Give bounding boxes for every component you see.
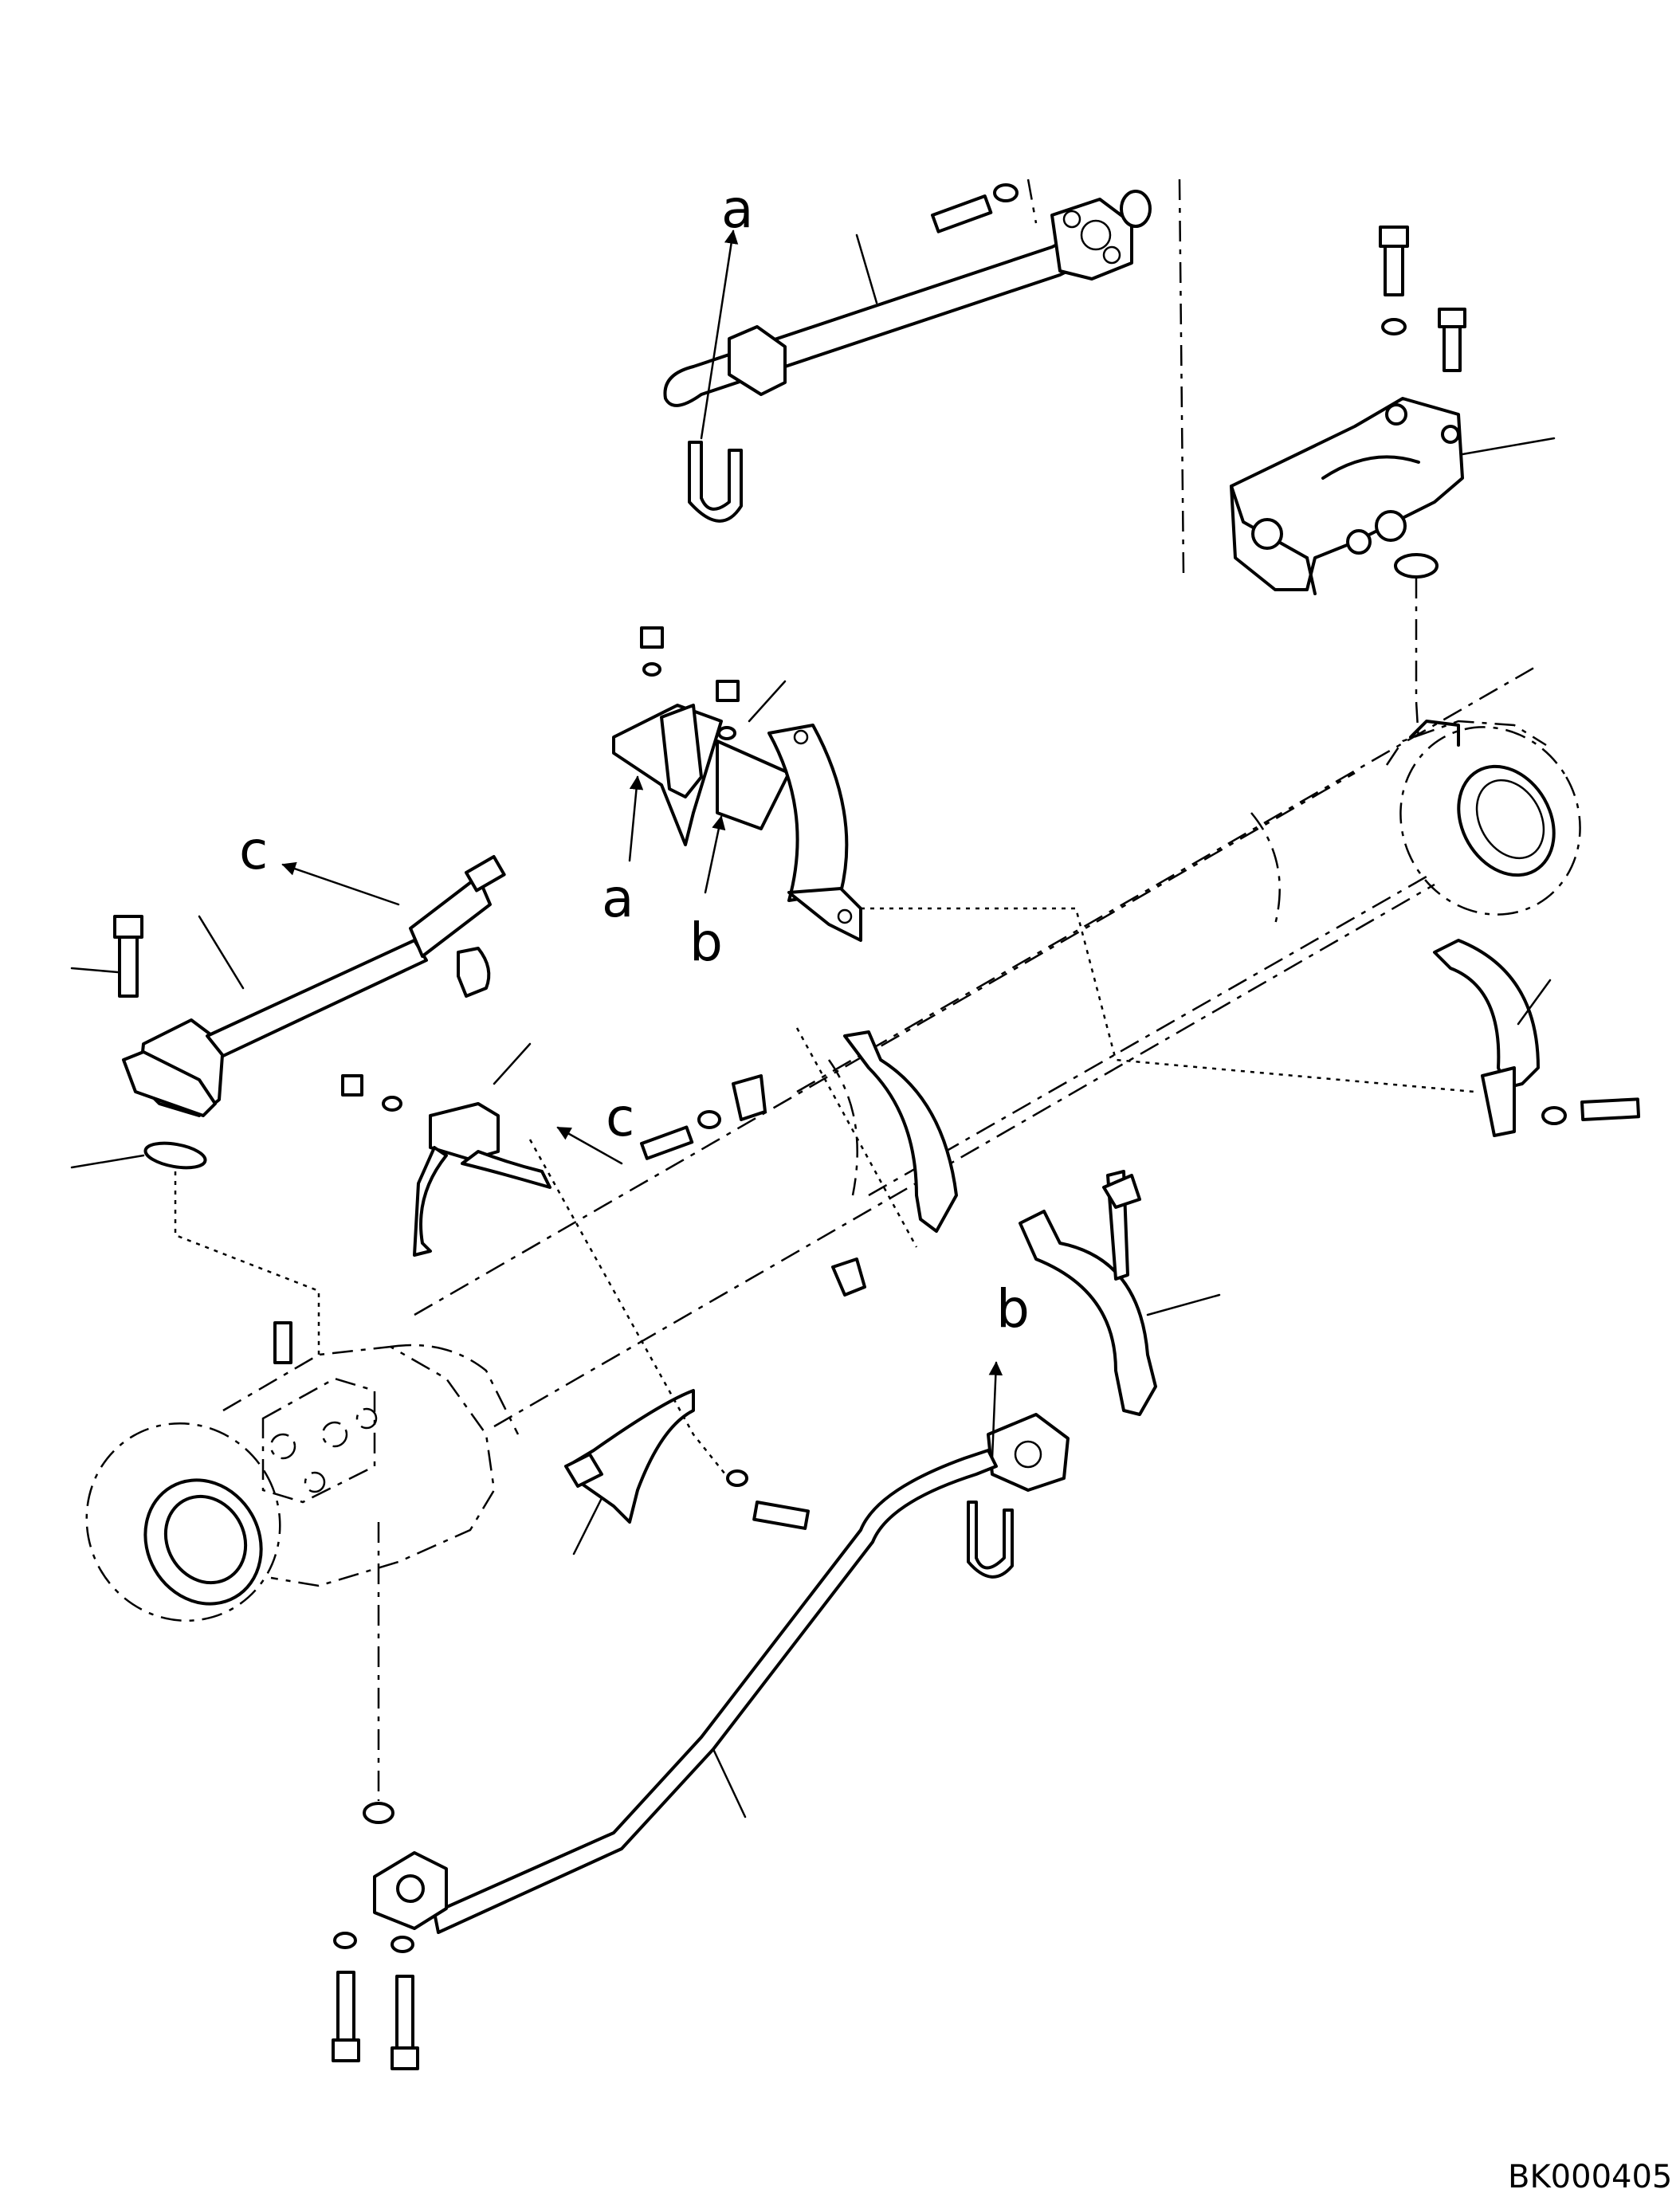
drawing-code: BK000405	[1508, 2159, 1672, 2195]
phantom-routing-lines	[795, 907, 1475, 1248]
label-a-bracket: a	[602, 868, 634, 929]
tube-assembly-a	[663, 179, 1185, 579]
tube-assembly-b	[332, 1139, 1070, 2070]
label-b-bracket: b	[689, 912, 723, 973]
bracket-clamp-c	[341, 1042, 767, 1257]
label-b-tube: b	[996, 1278, 1030, 1340]
reference-arrows	[281, 230, 1003, 1460]
bracket-clamp-assembly	[612, 626, 862, 942]
rod-side-valve-block	[1230, 226, 1556, 742]
cylinder-tube	[85, 664, 1581, 1622]
label-c-hose: c	[239, 820, 268, 881]
sensor-hose-c	[70, 855, 506, 1355]
label-a-top: a	[721, 179, 753, 240]
tube-clamps	[564, 939, 1641, 1556]
label-c-clamp: c	[606, 1087, 634, 1148]
